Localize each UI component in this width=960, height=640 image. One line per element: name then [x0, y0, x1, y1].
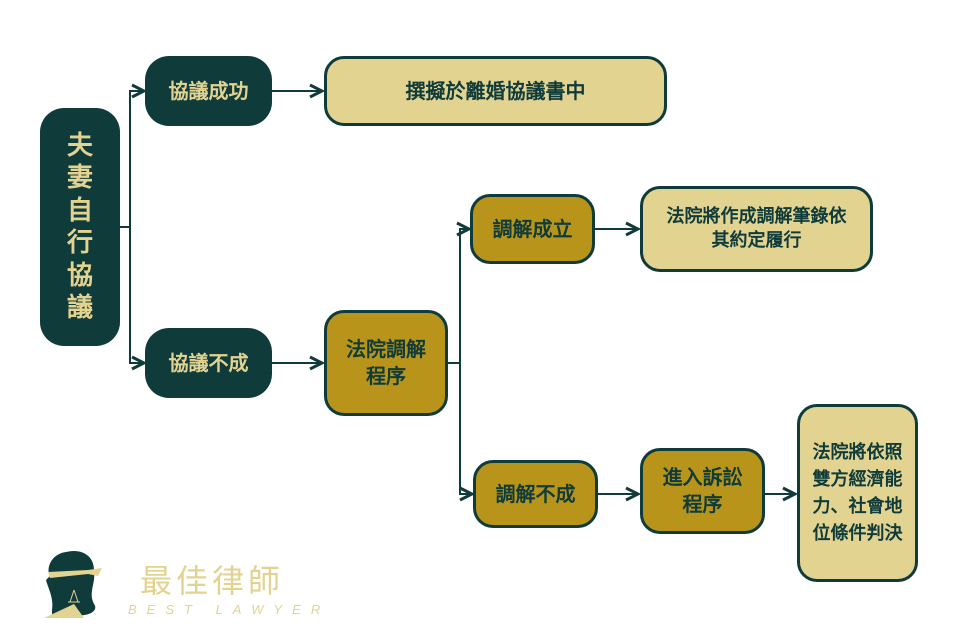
- connector-mediation-success: [460, 229, 469, 363]
- connector-root-success: [129, 91, 144, 227]
- node-draft-agreement: 撰擬於離婚協議書中: [324, 56, 667, 126]
- node-label: 法院將依照雙方經濟能力、社會地位條件判決: [812, 442, 903, 544]
- node-label: 撰擬於離婚協議書中: [405, 78, 586, 103]
- node-mediation-fail: 調解不成: [473, 460, 598, 528]
- logo-name-en: BEST LAWYER: [128, 602, 331, 617]
- node-mediation-success: 調解成立: [470, 194, 595, 264]
- logo-name-cn: 最佳律師: [140, 562, 285, 600]
- connector-mediation-fail: [459, 363, 472, 494]
- node-label: 調解不成: [495, 481, 576, 506]
- node-court-decision: 法院將依照雙方經濟能力、社會地位條件判決: [797, 404, 918, 582]
- node-label: 進入訴訟程序: [662, 465, 743, 516]
- node-litigation: 進入訴訟程序: [640, 448, 765, 534]
- node-root-label: 夫妻自行協議: [66, 130, 93, 324]
- node-label: 協議成功: [168, 78, 249, 103]
- node-label: 法院調解程序: [346, 337, 426, 388]
- node-label: 協議不成: [168, 350, 249, 375]
- logo-lady-justice-icon: [44, 550, 102, 618]
- node-root: 夫妻自行協議: [40, 108, 120, 346]
- node-court-mediation: 法院調解程序: [324, 310, 448, 416]
- node-agree-fail: 協議不成: [145, 328, 272, 398]
- node-label: 法院將作成調解筆錄依其約定履行: [666, 205, 847, 251]
- node-mediation-record: 法院將作成調解筆錄依其約定履行: [640, 186, 873, 272]
- connector-root-fail: [129, 227, 144, 363]
- node-label: 調解成立: [492, 216, 573, 241]
- node-agree-success: 協議成功: [145, 56, 272, 126]
